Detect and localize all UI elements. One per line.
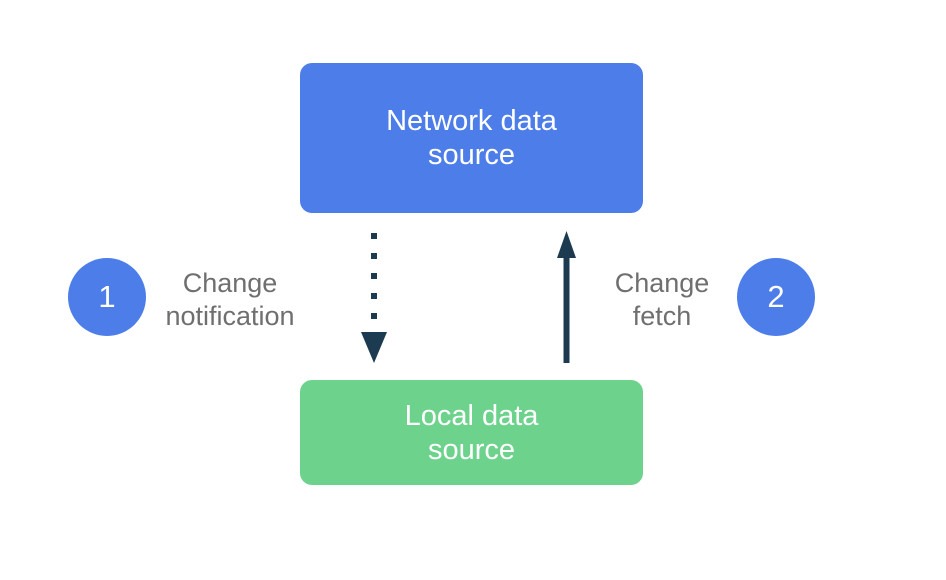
local-data-source-label: Local data source <box>404 399 539 466</box>
network-data-source-node: Network data source <box>300 63 643 213</box>
change-fetch-solid-arrow-up-icon <box>557 231 576 363</box>
change-notification-dotted-arrow-down-icon <box>361 233 387 363</box>
step-2-badge: 2 <box>737 258 815 336</box>
local-data-source-node: Local data source <box>300 380 643 485</box>
change-notification-label: Change notification <box>165 268 295 331</box>
step-1-number: 1 <box>98 279 116 314</box>
step-2-number: 2 <box>767 279 785 314</box>
network-data-source-label: Network data source <box>386 105 557 171</box>
step-1-badge: 1 <box>68 258 146 336</box>
change-fetch-label: Change fetch <box>614 268 710 331</box>
